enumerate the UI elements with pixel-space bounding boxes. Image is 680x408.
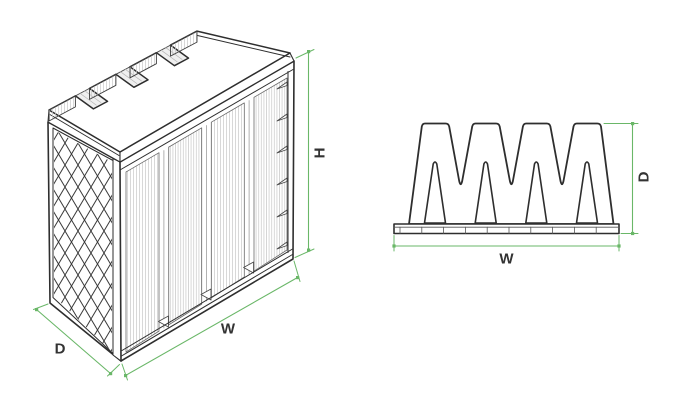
v-pack-outline <box>408 122 615 225</box>
top-plate-front-thickness <box>48 113 120 156</box>
media-face <box>119 60 295 362</box>
top-width-dim-label: W <box>499 251 514 268</box>
mesh-face <box>47 121 122 362</box>
base-cell-ticks <box>399 226 597 234</box>
gap-bottom-wedges <box>157 261 255 328</box>
top-view: D W <box>392 122 653 268</box>
inner-v-channels <box>423 161 599 224</box>
pack-top-end-strips <box>48 30 198 122</box>
right-edge-wedges <box>276 81 288 250</box>
dimension-width-iso <box>121 260 301 381</box>
header-frame-base <box>393 223 620 235</box>
dimension-depth-iso <box>33 303 120 377</box>
iso-width-dim-label: W <box>221 321 236 338</box>
top-depth-dim-label: D <box>636 171 653 182</box>
frame-rails <box>119 69 294 357</box>
dimension-width-top <box>392 235 621 252</box>
filter-media-panels <box>125 77 288 353</box>
isometric-view: H W D <box>33 30 329 381</box>
iso-height-dim-label: H <box>312 148 329 159</box>
dimension-depth-top <box>603 122 639 236</box>
top-plate-back-thickness <box>197 35 291 58</box>
pack-gap-seams <box>163 100 250 329</box>
dimension-height <box>294 49 315 258</box>
iso-depth-dim-label: D <box>55 341 66 358</box>
